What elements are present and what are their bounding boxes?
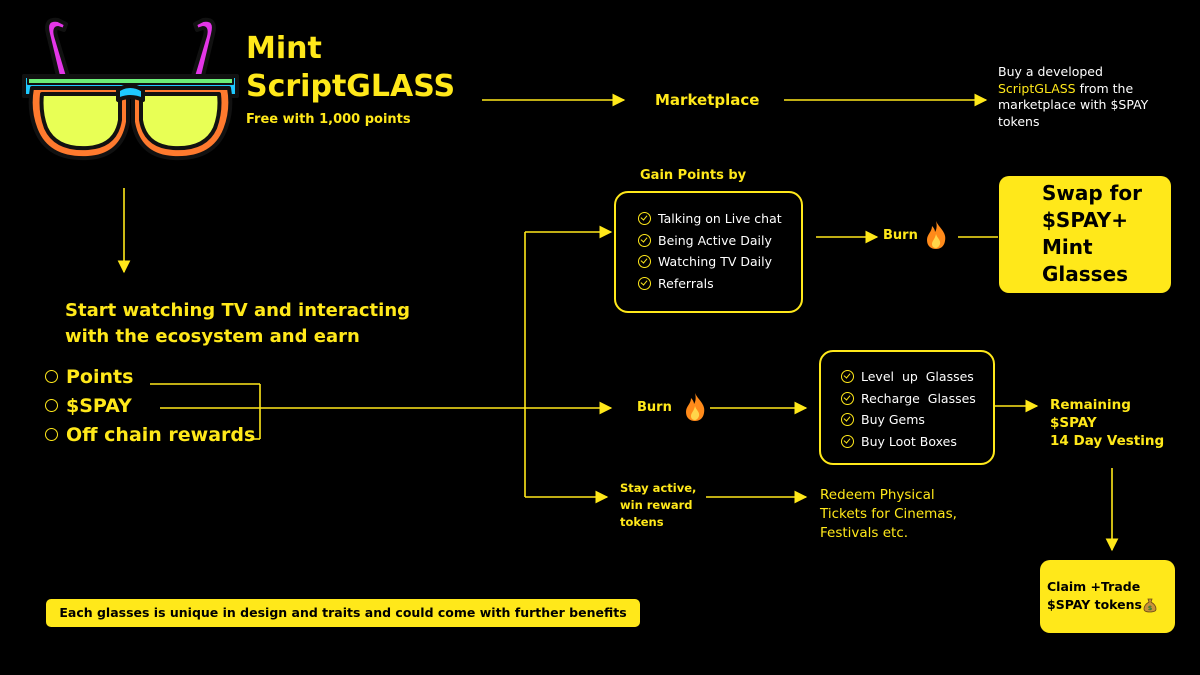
scriptglass-highlight: ScriptGLASS: [998, 80, 1076, 96]
stay-line2: win reward: [620, 498, 693, 512]
marketplace-desc-line4: tokens: [998, 113, 1040, 129]
gain-item-label: Referrals: [658, 275, 714, 291]
claim-line1: Claim +Trade: [1047, 579, 1141, 594]
gain-item: Referrals: [638, 273, 801, 295]
spend-item: Buy Gems: [841, 409, 993, 431]
claim-line2-row: $SPAY tokens $: [1047, 596, 1175, 614]
rewards-list: Points $SPAY Off chain rewards: [45, 362, 255, 449]
gain-points-title: Gain Points by: [640, 168, 747, 183]
reward-label: Points: [66, 365, 134, 388]
remaining-line2: $SPAY: [1050, 415, 1097, 431]
radio-icon: [45, 370, 58, 383]
marketplace-desc-line2-rest: from the: [1075, 80, 1134, 96]
spend-item-label: Buy Loot Boxes: [861, 433, 957, 449]
spend-item-label: Level up Glasses: [861, 369, 974, 385]
remaining-line1: Remaining: [1050, 397, 1131, 413]
marketplace-label: Marketplace: [655, 91, 760, 109]
redeem-line3: Festivals etc.: [820, 525, 909, 541]
swap-card: Swap for $SPAY+ Mint Glasses: [999, 176, 1171, 293]
fire-icon: [926, 221, 946, 249]
burn-mid: Burn: [637, 392, 708, 422]
claim-line2: $SPAY tokens: [1047, 597, 1142, 612]
radio-icon: [45, 399, 58, 412]
gain-item: Watching TV Daily: [638, 251, 801, 273]
claim-card: Claim +Trade $SPAY tokens $: [1040, 560, 1175, 633]
marketplace-desc-line2: ScriptGLASS from the: [998, 81, 1148, 98]
reward-item-spay: $SPAY: [45, 391, 255, 420]
gain-item-label: Watching TV Daily: [658, 254, 773, 270]
spend-item: Recharge Glasses: [841, 388, 993, 410]
stay-line3: tokens: [620, 515, 664, 529]
start-line2: with the ecosystem and earn: [65, 326, 360, 347]
start-line1: Start watching TV and interacting: [65, 300, 411, 321]
mint-title: Mint ScriptGLASS: [246, 30, 455, 106]
check-circle-icon: [638, 276, 651, 290]
check-circle-icon: [841, 434, 854, 448]
spend-item-label: Buy Gems: [861, 412, 925, 428]
burn-mid-label: Burn: [637, 399, 672, 415]
check-circle-icon: [841, 391, 854, 405]
swap-line4: Glasses: [1042, 262, 1129, 286]
footer-note: Each glasses is unique in design and tra…: [46, 599, 640, 627]
stay-active-text: Stay active, win reward tokens: [620, 480, 696, 531]
reward-item-offchain: Off chain rewards: [45, 420, 255, 449]
burn-top-label: Burn: [883, 227, 918, 243]
spend-list: Level up Glasses Recharge Glasses Buy Ge…: [841, 366, 993, 452]
start-watching-text: Start watching TV and interacting with t…: [65, 298, 410, 350]
check-circle-icon: [841, 370, 854, 384]
radio-icon: [45, 428, 58, 441]
remaining-text: Remaining $SPAY 14 Day Vesting: [1050, 396, 1164, 450]
reward-item-points: Points: [45, 362, 255, 391]
check-circle-icon: [638, 255, 651, 269]
mint-subtitle: Free with 1,000 points: [246, 112, 411, 127]
check-circle-icon: [638, 212, 651, 226]
spend-item-label: Recharge Glasses: [861, 390, 976, 406]
svg-text:$: $: [1148, 604, 1153, 612]
marketplace-desc-line3: marketplace with $SPAY: [998, 97, 1149, 112]
burn-top: Burn: [883, 220, 949, 250]
gain-item: Talking on Live chat: [638, 208, 801, 230]
mint-title-line1: Mint: [246, 31, 322, 66]
spend-item: Level up Glasses: [841, 366, 993, 388]
sunglasses-icon: [22, 17, 239, 161]
gain-points-list: Talking on Live chat Being Active Daily …: [638, 208, 801, 294]
redeem-text: Redeem Physical Tickets for Cinemas, Fes…: [820, 486, 957, 543]
reward-label: $SPAY: [66, 394, 132, 417]
fire-icon: [685, 393, 705, 421]
check-circle-icon: [841, 413, 854, 427]
check-circle-icon: [638, 233, 651, 247]
marketplace-desc-line1: Buy a developed: [998, 64, 1103, 79]
marketplace-description: Buy a developed ScriptGLASS from the mar…: [998, 64, 1148, 130]
reward-label: Off chain rewards: [66, 423, 256, 446]
spend-item: Buy Loot Boxes: [841, 431, 993, 453]
remaining-line3: 14 Day Vesting: [1050, 433, 1165, 449]
stay-line1: Stay active,: [620, 481, 697, 495]
redeem-line2: Tickets for Cinemas,: [820, 506, 957, 522]
swap-line2: $SPAY+: [1042, 208, 1128, 232]
gain-item-label: Talking on Live chat: [658, 211, 782, 227]
money-bag-icon: $: [1143, 598, 1157, 612]
swap-line1: Swap for: [1042, 181, 1142, 205]
spend-box: Level up Glasses Recharge Glasses Buy Ge…: [819, 350, 995, 465]
redeem-line1: Redeem Physical: [820, 487, 935, 503]
swap-line3: Mint: [1042, 235, 1093, 259]
gain-item-label: Being Active Daily: [658, 232, 772, 248]
mint-title-line2: ScriptGLASS: [246, 69, 456, 104]
gain-points-box: Talking on Live chat Being Active Daily …: [614, 191, 803, 313]
gain-item: Being Active Daily: [638, 230, 801, 252]
